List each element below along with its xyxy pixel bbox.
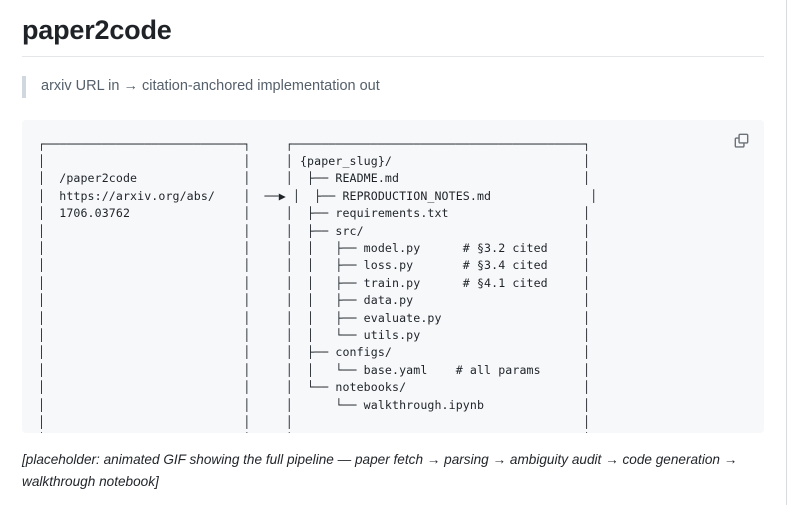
page-right-edge-rule xyxy=(786,0,787,505)
tagline-text: arxiv URL in → citation-anchored impleme… xyxy=(41,77,380,94)
figure-caption: [placeholder: animated GIF showing the f… xyxy=(22,451,738,489)
copy-icon[interactable] xyxy=(728,128,754,154)
pipeline-ascii-diagram: ┌────────────────────────────┐ ┌────────… xyxy=(38,136,598,433)
page-title: paper2code xyxy=(22,14,764,57)
tagline-blockquote: arxiv URL in → citation-anchored impleme… xyxy=(22,75,764,98)
code-block: ┌────────────────────────────┐ ┌────────… xyxy=(22,119,764,433)
